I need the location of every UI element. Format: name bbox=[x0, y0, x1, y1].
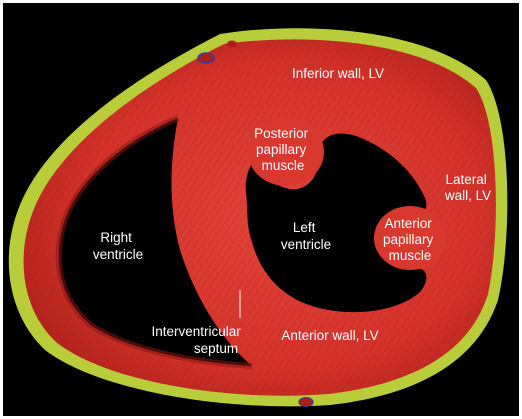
label-right-ventricle: Right ventricle bbox=[93, 230, 143, 262]
label-anterior-papillary-line3: muscle bbox=[389, 248, 432, 263]
label-posterior-papillary-line2: papillary bbox=[256, 142, 307, 157]
right-ventricle-cavity bbox=[58, 118, 252, 366]
coronary-vessel-bottom bbox=[298, 396, 314, 408]
label-right-ventricle-line1: Right bbox=[100, 230, 132, 245]
label-interventricular-septum: Interventricular septum bbox=[151, 324, 244, 356]
posterior-papillary-muscle bbox=[248, 118, 324, 186]
label-right-ventricle-line2: ventricle bbox=[93, 247, 143, 262]
label-inferior-wall: Inferior wall, LV bbox=[292, 66, 384, 81]
label-interventricular-septum-line1: Interventricular bbox=[151, 324, 241, 339]
label-lateral-wall-line2: wall, LV bbox=[444, 188, 491, 203]
anterior-papillary-muscle bbox=[374, 206, 446, 270]
coronary-vessel-top bbox=[197, 52, 215, 64]
label-anterior-papillary-line2: papillary bbox=[383, 232, 434, 247]
label-lateral-wall: Lateral wall, LV bbox=[444, 172, 491, 203]
label-anterior-papillary-muscle: Anterior papillary muscle bbox=[383, 216, 437, 263]
label-lateral-wall-line1: Lateral bbox=[445, 172, 486, 187]
label-interventricular-septum-line2: septum bbox=[194, 341, 238, 356]
label-posterior-papillary-line3: muscle bbox=[262, 158, 305, 173]
label-anterior-wall: Anterior wall, LV bbox=[281, 328, 378, 343]
label-left-ventricle-line1: Left bbox=[293, 220, 316, 235]
left-ventricle-cavity bbox=[245, 133, 427, 313]
label-posterior-papillary-line1: Posterior bbox=[254, 126, 309, 141]
label-left-ventricle: Left ventricle bbox=[281, 220, 331, 252]
right-ventricle-trabeculae bbox=[55, 115, 253, 369]
label-posterior-papillary-muscle: Posterior papillary muscle bbox=[254, 126, 312, 173]
coronary-vessel-top-small bbox=[227, 40, 237, 48]
label-anterior-papillary-line1: Anterior bbox=[384, 216, 432, 231]
label-left-ventricle-line2: ventricle bbox=[281, 237, 331, 252]
